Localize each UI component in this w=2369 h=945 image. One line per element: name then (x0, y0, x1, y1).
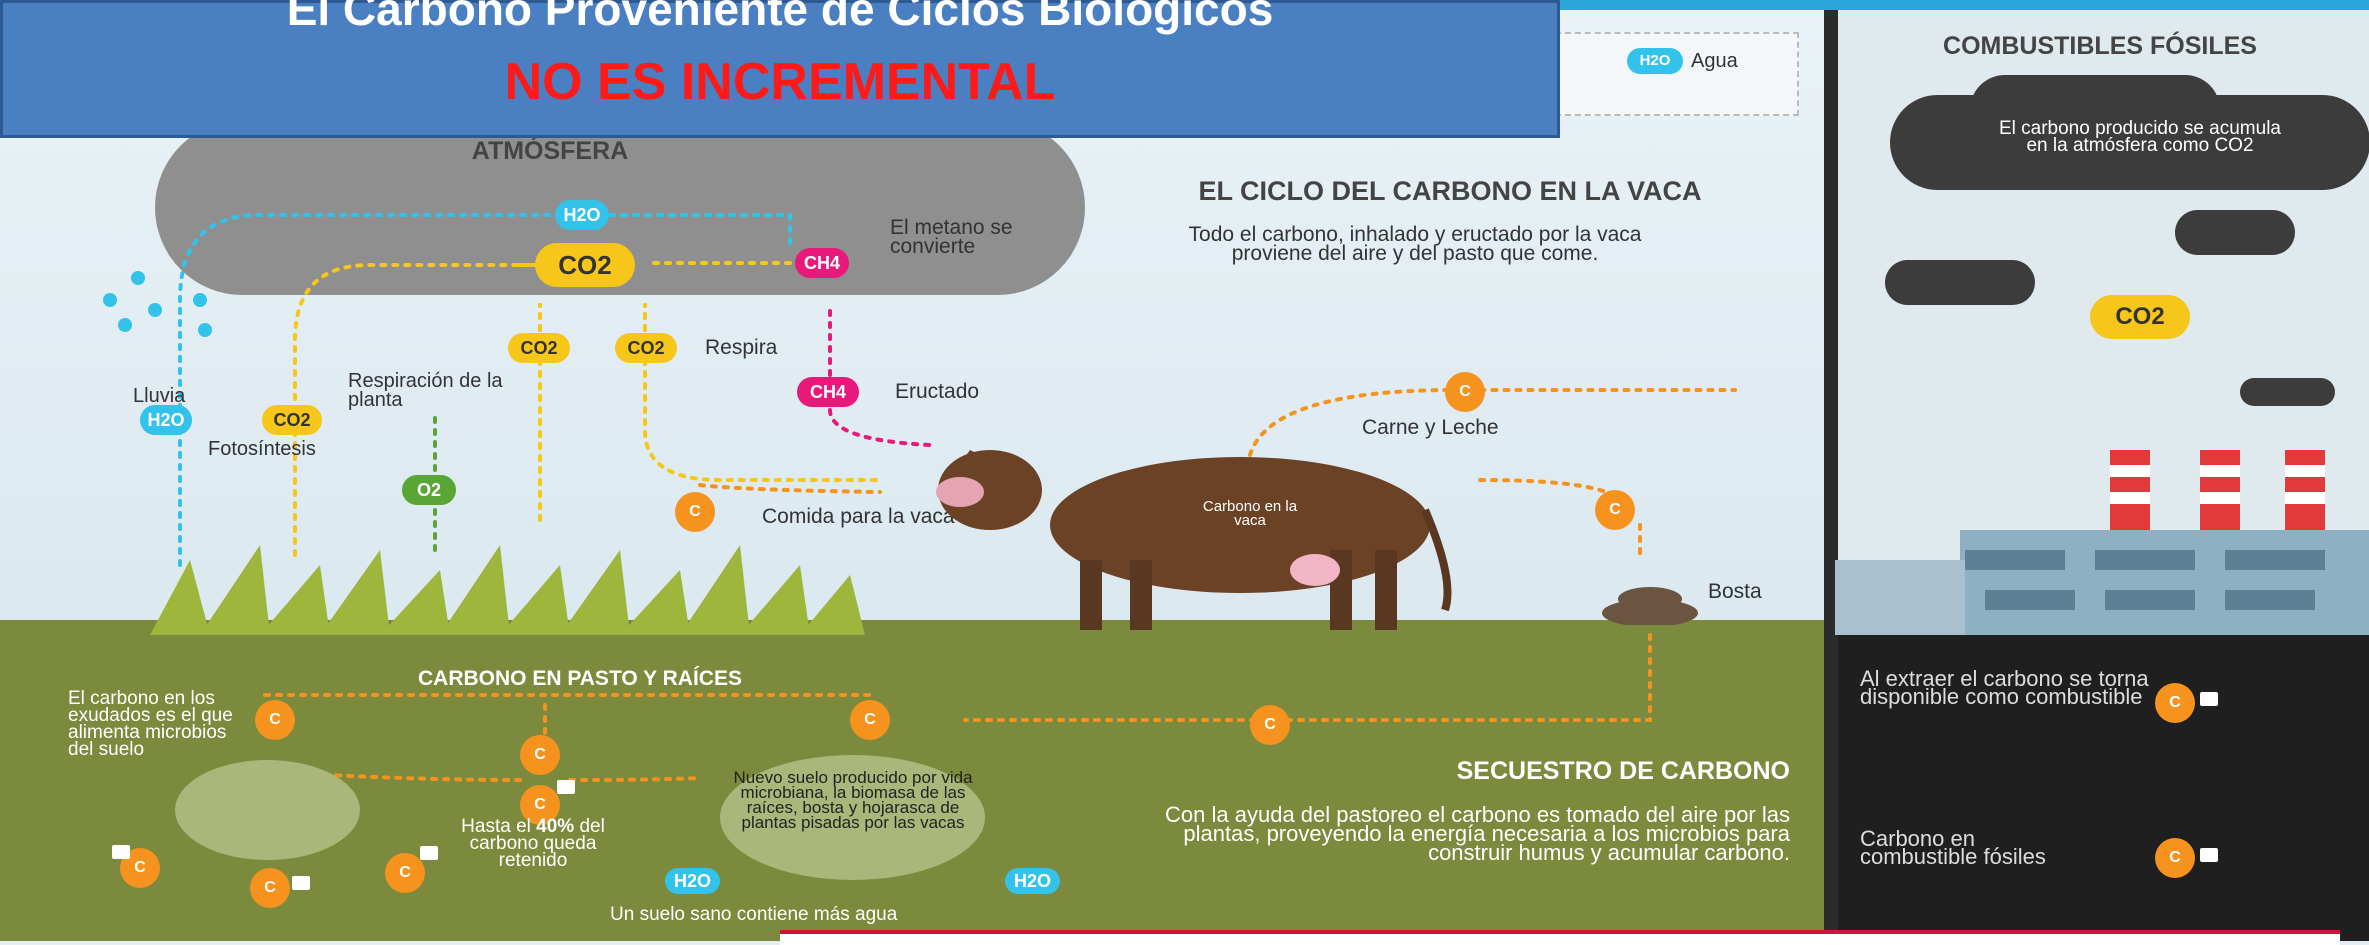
c-sequester-badge: C (1250, 705, 1290, 745)
c-food-badge: C (675, 492, 715, 532)
c-meat-badge: C (1445, 372, 1485, 412)
title-line1: El Carbono Proveniente de Ciclos Biológi… (286, 0, 1274, 35)
legend-h2o-pill: H2O (1627, 48, 1683, 74)
fossil-cloud-top (1970, 75, 2220, 145)
soil-h2o-right: H2O (1005, 868, 1060, 894)
hasta-pct: 40% (536, 816, 575, 837)
bosta-pile (1602, 587, 1698, 625)
cycle-description: Todo el carbono, inhalado y eructado por… (1188, 223, 1642, 265)
cycle-header: EL CICLO DEL CARBONO EN LA VACA (1198, 176, 1702, 206)
c-fossil-unlocked: C (2155, 683, 2195, 723)
bottom-highlight-bar (780, 930, 2340, 945)
c-soil-badge-3: C (850, 700, 890, 740)
lock-icon (2200, 848, 2218, 862)
ch4-pill: CH4 (797, 377, 859, 407)
carne-label: Carne y Leche (1362, 416, 1499, 439)
foto-co2-pill: CO2 (262, 405, 322, 435)
soil-h2o-left: H2O (665, 868, 720, 894)
lock-icon (557, 780, 575, 794)
atm-co2-pill: CO2 (535, 243, 635, 287)
panel-divider (1824, 0, 1838, 941)
fossil-underground (1830, 635, 2369, 941)
hasta-post: del carbono queda retenido (469, 816, 605, 871)
c-soil-badge-2: C (520, 735, 560, 775)
exudados-label: El carbono en los exudados es el que ali… (68, 688, 233, 760)
c-bosta-badge: C (1595, 490, 1635, 530)
grass-illustration (150, 545, 865, 635)
bosta-label: Bosta (1708, 580, 1762, 603)
c-bottom-badge-2: C (250, 868, 290, 908)
fossil-header: COMBUSTIBLES FÓSILES (1943, 32, 2257, 60)
secuestro-text: Con la ayuda del pastoreo el carbono es … (1165, 802, 1790, 865)
secuestro-header: SECUESTRO DE CARBONO (1456, 757, 1790, 785)
metano-label: El metano se convierte (890, 216, 1013, 258)
comida-label: Comida para la vaca (762, 505, 955, 528)
microbe-circle (175, 760, 360, 860)
atm-ch4-pill: CH4 (795, 248, 849, 278)
lock-icon (292, 876, 310, 890)
title-line2: NO ES INCREMENTAL (504, 53, 1056, 111)
carbono-fosil-label: Carbono en combustible fósiles (1860, 826, 2046, 869)
eructado-label: Eructado (895, 380, 980, 403)
co2-pill-a: CO2 (508, 333, 570, 363)
c-lock-badge: C (520, 785, 560, 825)
new-soil-text: Nuevo suelo producido por vida microbian… (733, 768, 973, 832)
lock-icon (420, 846, 438, 860)
suelo-agua-label: Un suelo sano contiene más agua (610, 904, 898, 925)
cow-illustration (936, 450, 1452, 630)
fossil-cloud-text: El carbono producido se acumula en la at… (1998, 118, 2281, 156)
hasta-pre: Hasta el (461, 816, 537, 837)
top-stripe (1560, 0, 2369, 10)
respiracion-label: Respiración de la planta (348, 370, 503, 411)
new-soil-circle (720, 755, 985, 880)
lock-icon (112, 845, 130, 859)
respira-label: Respira (705, 336, 778, 359)
atm-h2o-pill: H2O (555, 200, 609, 230)
small-cloud-2 (1885, 260, 2035, 305)
legend-agua: Agua (1691, 50, 1738, 72)
small-cloud-1 (2175, 210, 2295, 255)
hasta-label: Hasta el 40% del carbono queda retenido (448, 816, 618, 871)
c-bottom-badge-3: C (385, 853, 425, 893)
small-cloud-3 (2240, 378, 2335, 406)
soil-header: CARBONO EN PASTO Y RAÍCES (417, 667, 742, 690)
legend: H2O Agua (1555, 32, 1799, 116)
co2-pill-b: CO2 (615, 333, 677, 363)
extraer-label: Al extraer el carbono se torna disponibl… (1860, 666, 2149, 709)
unlock-icon (2200, 692, 2218, 706)
fossil-co2-pill: CO2 (2090, 295, 2190, 339)
factory-illustration (1835, 450, 2369, 635)
o2-pill: O2 (402, 475, 456, 505)
rain-h2o-pill: H2O (140, 405, 192, 435)
fotosintesis-label: Fotosíntesis (208, 438, 316, 460)
c-fossil-locked: C (2155, 838, 2195, 878)
c-soil-badge-1: C (255, 700, 295, 740)
lluvia-label: Lluvia (133, 385, 186, 407)
title-banner (0, 0, 1560, 138)
cow-carbon-label: Carbono en la vaca (1202, 498, 1298, 529)
